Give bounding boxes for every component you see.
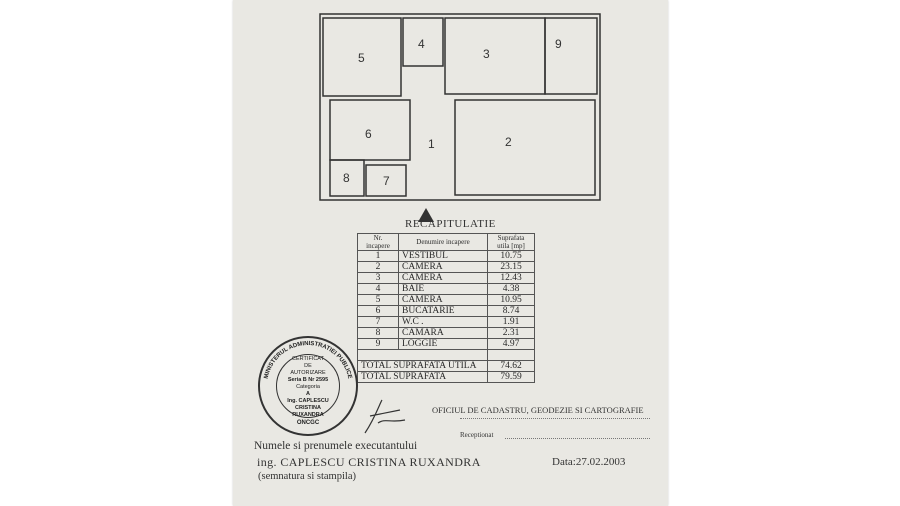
room-6 bbox=[329, 99, 411, 161]
cell-area: 4.38 bbox=[487, 283, 535, 295]
total-value: 79.59 bbox=[487, 371, 535, 383]
executant-label: Numele si prenumele executantului bbox=[254, 440, 418, 452]
recap-table: Nr. incapere Denumire incapere Suprafata… bbox=[357, 233, 535, 383]
cell-area: 2.31 bbox=[487, 327, 535, 339]
header-nr: Nr. incapere bbox=[357, 233, 399, 251]
room-label: 8 bbox=[343, 171, 350, 185]
header-area: Suprafata utila [mp] bbox=[487, 233, 535, 251]
table-title: RECAPITULATIE bbox=[405, 218, 496, 230]
cell-nr: 1 bbox=[357, 250, 399, 262]
stamp-line: AUTORIZARE bbox=[290, 370, 326, 376]
cell-name: CAMERA bbox=[398, 294, 488, 306]
total-utila-value: 74.62 bbox=[487, 360, 535, 372]
room-label: 3 bbox=[483, 47, 490, 61]
cell-name: W.C . bbox=[398, 316, 488, 328]
room-label: 9 bbox=[555, 37, 562, 51]
floor-plan: 5 4 3 9 6 1 2 8 7 bbox=[319, 13, 601, 222]
cell-area: 12.43 bbox=[487, 272, 535, 284]
room-label: 6 bbox=[365, 127, 372, 141]
stamp-line: A bbox=[306, 391, 310, 397]
room-8 bbox=[329, 159, 365, 197]
cell-name: LOGGIE bbox=[398, 338, 488, 350]
table-header: Nr. incapere Denumire incapere Suprafata… bbox=[357, 233, 535, 251]
cell-nr: 4 bbox=[357, 283, 399, 295]
stamp-bottom-text: ONCGC bbox=[296, 420, 320, 426]
cell-area: 10.75 bbox=[487, 250, 535, 262]
cell-name: BAIE bbox=[398, 283, 488, 295]
total-label: TOTAL SUPRAFATA bbox=[357, 371, 488, 383]
room-4 bbox=[402, 17, 444, 67]
room-2 bbox=[454, 99, 596, 196]
authorization-stamp: MINISTERUL ADMINISTRATIEI PUBLICE CERTIF… bbox=[258, 336, 358, 436]
room-label: 2 bbox=[505, 135, 512, 149]
cell-area: 4.97 bbox=[487, 338, 535, 350]
cell-area: 1.91 bbox=[487, 316, 535, 328]
room-9 bbox=[544, 17, 598, 95]
cell-name: CAMARA bbox=[398, 327, 488, 339]
room-7 bbox=[365, 164, 407, 197]
dotted-line bbox=[505, 438, 650, 439]
room-label: 7 bbox=[383, 174, 390, 188]
cell-nr: 5 bbox=[357, 294, 399, 306]
cell-name: BUCATARIE bbox=[398, 305, 488, 317]
cell-nr: 6 bbox=[357, 305, 399, 317]
cell-nr: 9 bbox=[357, 338, 399, 350]
plan-outline bbox=[319, 13, 601, 201]
total-utila-label: TOTAL SUPRAFATA UTILA bbox=[357, 360, 488, 372]
header-name: Denumire incapere bbox=[398, 233, 488, 251]
stamp-line: DE bbox=[304, 363, 312, 369]
cell-area: 10.95 bbox=[487, 294, 535, 306]
cell-name: CAMERA bbox=[398, 261, 488, 273]
receptionat-label: Receptionat bbox=[460, 431, 494, 439]
room-5 bbox=[322, 17, 402, 97]
cell-area: 8.74 bbox=[487, 305, 535, 317]
office-name: OFICIUL DE CADASTRU, GEODEZIE SI CARTOGR… bbox=[432, 405, 644, 415]
room-3 bbox=[444, 17, 546, 95]
cell-name: VESTIBUL bbox=[398, 250, 488, 262]
signature-note: (semnatura si stampila) bbox=[258, 471, 356, 482]
north-arrow-icon bbox=[418, 208, 434, 222]
cell-nr: 2 bbox=[357, 261, 399, 273]
executant-name: ing. CAPLESCU CRISTINA RUXANDRA bbox=[257, 455, 481, 469]
room-label: 1 bbox=[428, 137, 435, 151]
room-label: 5 bbox=[358, 51, 365, 65]
cell-nr: 7 bbox=[357, 316, 399, 328]
room-label: 4 bbox=[418, 37, 425, 51]
dotted-line bbox=[460, 418, 650, 419]
stamp-line: CERTIFICAT bbox=[292, 356, 324, 362]
cell-nr: 3 bbox=[357, 272, 399, 284]
stamp-line: Categoria bbox=[296, 384, 320, 390]
stamp-line: RUXANDRA bbox=[292, 412, 324, 418]
stamp-line: Ing. CAPLESCU bbox=[287, 398, 329, 404]
stamp-line: Seria B Nr 2595 bbox=[287, 377, 329, 383]
cell-nr: 8 bbox=[357, 327, 399, 339]
signature bbox=[364, 399, 406, 434]
document-date: Data:27.02.2003 bbox=[552, 456, 626, 468]
cell-name: CAMERA bbox=[398, 272, 488, 284]
cell-area: 23.15 bbox=[487, 261, 535, 273]
stamp-line: CRISTINA bbox=[295, 405, 321, 411]
table-spacer-row bbox=[357, 349, 535, 361]
